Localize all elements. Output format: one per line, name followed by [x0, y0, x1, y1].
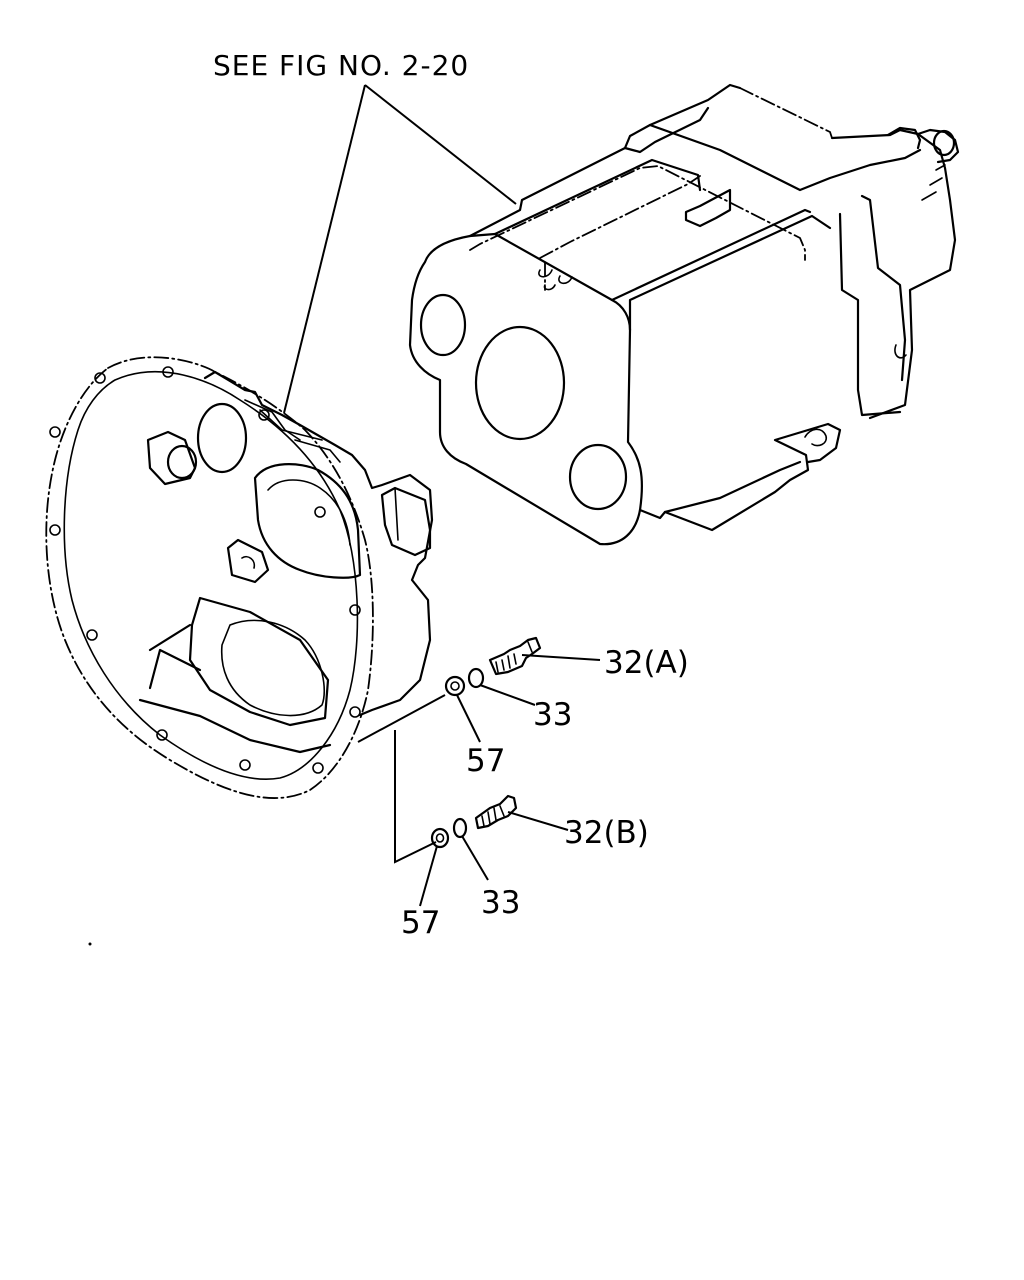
speck-dot [88, 942, 92, 946]
stud-32b [474, 794, 518, 830]
callout-32b: 32(B) [564, 815, 649, 851]
callout-33a: 33 [533, 697, 572, 733]
washer-33a [467, 667, 485, 689]
reference-leaders [283, 84, 517, 414]
callout-32a: 32(A) [604, 645, 689, 681]
callout-57b: 57 [401, 905, 440, 941]
reference-note: SEE FIG NO. 2-20 [213, 49, 469, 82]
nut-57a [444, 675, 466, 697]
callout-leaders [357, 654, 601, 907]
callout-57a: 57 [466, 743, 505, 779]
nut-57b [430, 827, 450, 849]
washer-33b [452, 817, 468, 839]
clutch-housing [45, 356, 434, 799]
stud-32a [488, 636, 542, 676]
transmission-case [408, 83, 960, 546]
callout-33b: 33 [481, 885, 520, 921]
